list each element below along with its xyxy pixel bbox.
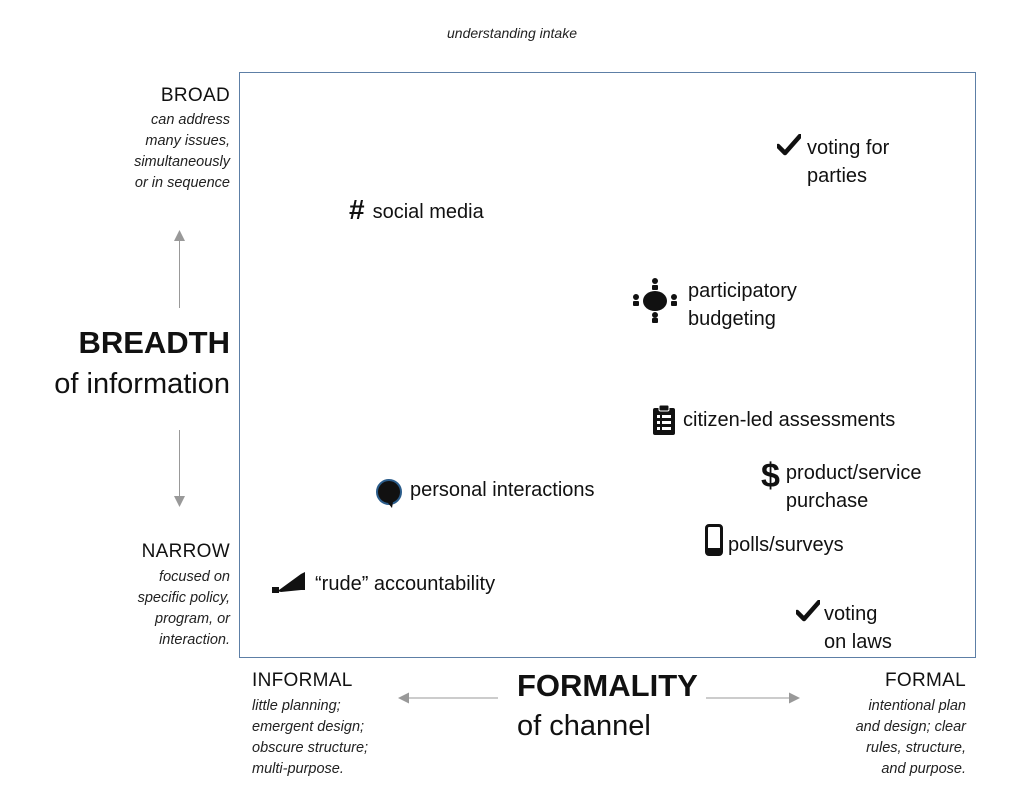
- item-label: social media: [372, 201, 484, 223]
- y-axis-subtitle: of information: [54, 368, 230, 400]
- phone-icon: [705, 524, 723, 556]
- x-axis-left-label: INFORMAL: [252, 670, 353, 691]
- y-axis-top-label: BROAD: [160, 85, 230, 106]
- dollar-icon: $: [761, 457, 780, 495]
- item-label: polls/surveys: [728, 534, 844, 556]
- item-participatory-budgeting: participatory budgeting: [632, 277, 797, 333]
- item-citizen-led-assessments: citizen-led assessments: [652, 404, 895, 436]
- item-personal-interactions: personal interactions: [374, 476, 595, 508]
- item-label: product/service purchase: [785, 462, 922, 512]
- x-axis-title: FORMALITY: [517, 668, 698, 703]
- item-label: personal interactions: [410, 479, 595, 501]
- item-voting-for-parties: voting for parties: [777, 134, 889, 190]
- item-label: voting for parties: [807, 137, 890, 187]
- clipboard-icon: [652, 404, 676, 436]
- item-social-media: # social media: [349, 194, 484, 226]
- y-arrow-up-shaft: [179, 240, 180, 308]
- meeting-table-icon: [632, 277, 678, 325]
- item-polls-surveys: polls/surveys: [705, 524, 844, 559]
- y-axis-title: BREADTH: [78, 325, 230, 360]
- y-axis-bottom-desc: focused on specific policy, program, or …: [137, 569, 230, 648]
- arrow-up-icon: [174, 230, 185, 241]
- y-axis-bottom-label: NARROW: [141, 541, 230, 562]
- x-axis-left-desc: little planning; emergent design; obscur…: [252, 698, 369, 777]
- plot-area-frame: [239, 72, 976, 658]
- arrow-right-icon: [706, 692, 800, 704]
- checkmark-icon: [777, 134, 801, 156]
- item-rude-accountability: “rude” accountability: [271, 570, 495, 598]
- arrow-left-icon: [398, 692, 498, 704]
- y-arrow-down-shaft: [179, 430, 180, 498]
- arrow-down-icon: [174, 496, 185, 507]
- checkmark-icon: [796, 600, 820, 622]
- item-label: participatory budgeting: [688, 280, 797, 330]
- megaphone-icon: [271, 570, 307, 594]
- item-label: citizen-led assessments: [683, 409, 896, 431]
- item-product-service-purchase: $ product/service purchase: [761, 459, 922, 515]
- x-axis-right-desc: intentional plan and design; clear rules…: [855, 698, 966, 777]
- x-axis-subtitle: of channel: [517, 710, 651, 742]
- diagram-subtitle: understanding intake: [447, 25, 577, 41]
- x-axis-right-label: FORMAL: [885, 670, 966, 691]
- speech-bubble-icon: [374, 478, 404, 508]
- item-voting-on-laws: voting on laws: [796, 600, 892, 656]
- item-label: voting on laws: [824, 603, 892, 653]
- y-axis-top-desc: can address many issues, simultaneously …: [134, 112, 230, 191]
- hashtag-icon: #: [349, 194, 365, 225]
- item-label: “rude” accountability: [315, 573, 496, 595]
